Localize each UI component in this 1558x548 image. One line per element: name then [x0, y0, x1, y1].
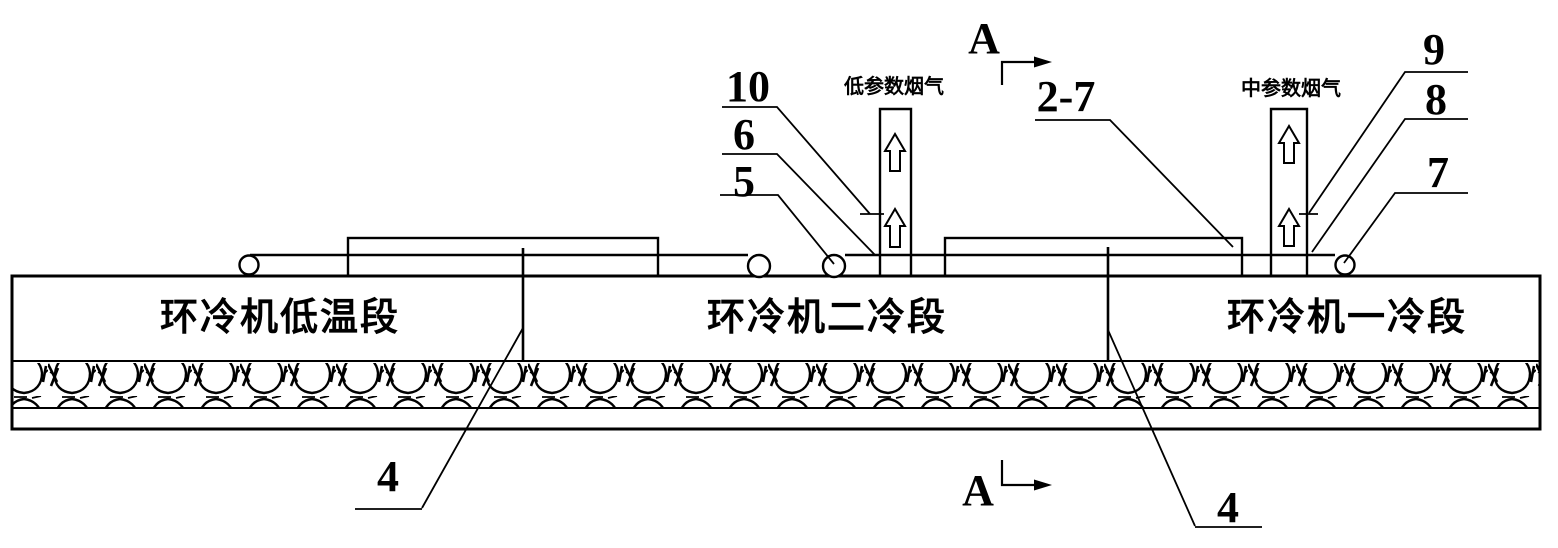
- section-marker-a-top: A: [968, 14, 1000, 63]
- seal-rollers: [238, 253, 1356, 279]
- leader-5: [720, 194, 835, 265]
- section-cut-markers: [1000, 56, 1052, 491]
- section-marker-a-bottom: A: [962, 466, 994, 515]
- leader-4-left: [355, 327, 524, 510]
- leader-4-right: [1107, 329, 1262, 528]
- callout-7: 7: [1427, 148, 1449, 197]
- leader-9: [1299, 71, 1468, 215]
- trolley-hood-middle: [943, 236, 1244, 278]
- leader-7: [1343, 192, 1468, 264]
- cooler-band: [10, 274, 1542, 431]
- leader-8: [1311, 118, 1468, 253]
- leader-2-7: [1035, 119, 1234, 248]
- callout-9: 9: [1423, 25, 1445, 74]
- section-label-low-temp: 环冷机低温段: [159, 297, 401, 339]
- up-arrow-icon: [883, 132, 907, 172]
- roller-mid-right: [821, 253, 847, 279]
- roller-right: [1334, 254, 1356, 276]
- callout-8: 8: [1425, 75, 1447, 124]
- section-partitions: [521, 247, 1110, 360]
- flue-gas-ducts: [878, 107, 1309, 276]
- duct-mid-param: [1269, 107, 1309, 276]
- flue-gas-label-mid-param: 中参数烟气: [1241, 78, 1341, 100]
- leader-10: [722, 106, 884, 215]
- section-label-second-cooling: 环冷机二冷段: [706, 297, 948, 339]
- up-arrow-icon: [883, 207, 907, 248]
- arrowhead-icon: [1034, 479, 1052, 491]
- gas-flow-arrows: [883, 124, 1301, 248]
- cover-beams: [250, 236, 1335, 278]
- sinter-ore-layer: [13, 363, 1539, 407]
- callout-4-left: 4: [377, 452, 399, 501]
- up-arrow-icon: [1277, 124, 1301, 164]
- up-arrow-icon: [1277, 207, 1301, 247]
- arrowhead-icon: [1034, 56, 1052, 68]
- trolley-hood-left: [346, 236, 660, 278]
- flue-gas-label-low-param: 低参数烟气: [844, 76, 944, 98]
- callout-2-7: 2-7: [1036, 72, 1096, 121]
- duct-low-param: [878, 107, 913, 276]
- roller-mid-left: [746, 253, 772, 279]
- callout-5: 5: [733, 157, 755, 206]
- section-label-first-cooling: 环冷机一冷段: [1226, 297, 1468, 339]
- callout-10: 10: [726, 62, 770, 111]
- leader-6: [722, 153, 876, 256]
- callout-4-right: 4: [1217, 483, 1239, 532]
- callout-6: 6: [733, 110, 755, 159]
- callout-leaders: [355, 71, 1468, 528]
- roller-left: [238, 254, 260, 276]
